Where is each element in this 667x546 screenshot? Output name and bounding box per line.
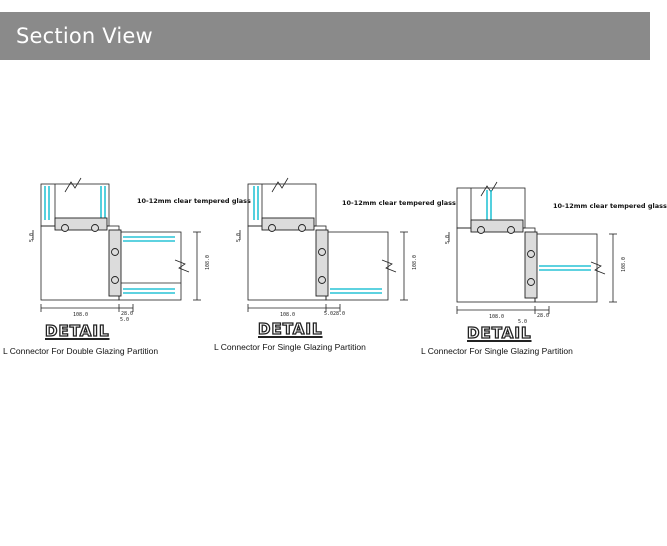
dim-mid-width: 28.0 [121, 311, 133, 317]
dim-mid-width: 5.028.0 [324, 311, 345, 317]
dim-side-small: 5.0 [236, 233, 242, 242]
section-header: Section View [0, 12, 650, 60]
dim-height: 108.0 [412, 255, 418, 270]
detail-panel-3: 108.0 28.0 5.0 5.0 108.0 10-12mm clear t… [421, 178, 667, 363]
glass-note: 10-12mm clear tempered glass [342, 199, 456, 207]
dim-small: 5.0 [518, 319, 527, 325]
detail-panel-2: 108.0 5.028.0 5.0 108.0 10-12mm clear te… [214, 177, 456, 363]
detail-label: DETAIL [466, 323, 532, 342]
dim-side-small: 5.0 [445, 235, 451, 244]
panel-caption: L Connector For Single Glazing Partition [421, 346, 573, 356]
dim-mid-width: 28.0 [537, 313, 549, 319]
section-drawing-3: 108.0 28.0 5.0 5.0 108.0 [445, 181, 627, 325]
detail-label: DETAIL [257, 319, 323, 338]
dim-height: 108.0 [205, 255, 211, 270]
section-drawing-2: 108.0 5.028.0 5.0 108.0 [236, 177, 418, 318]
dim-left-width: 108.0 [489, 314, 504, 320]
dim-left-width: 108.0 [73, 312, 88, 318]
dim-side-small: 5.0 [29, 233, 35, 242]
glass-note: 10-12mm clear tempered glass [137, 197, 251, 205]
dim-height: 108.0 [621, 257, 627, 272]
section-drawing-1: 108.0 28.0 5.0 5.0 108.0 [29, 177, 211, 323]
detail-label: DETAIL [44, 321, 110, 340]
dim-left-width: 108.0 [280, 312, 295, 318]
dim-small: 5.0 [120, 317, 129, 323]
section-title: Section View [16, 24, 153, 48]
panel-caption: L Connector For Double Glazing Partition [3, 346, 159, 356]
glass-note: 10-12mm clear tempered glass [553, 202, 667, 210]
detail-panel-1: 108.0 28.0 5.0 5.0 108.0 10-12mm clear t… [3, 177, 251, 363]
panel-caption: L Connector For Single Glazing Partition [214, 342, 366, 352]
